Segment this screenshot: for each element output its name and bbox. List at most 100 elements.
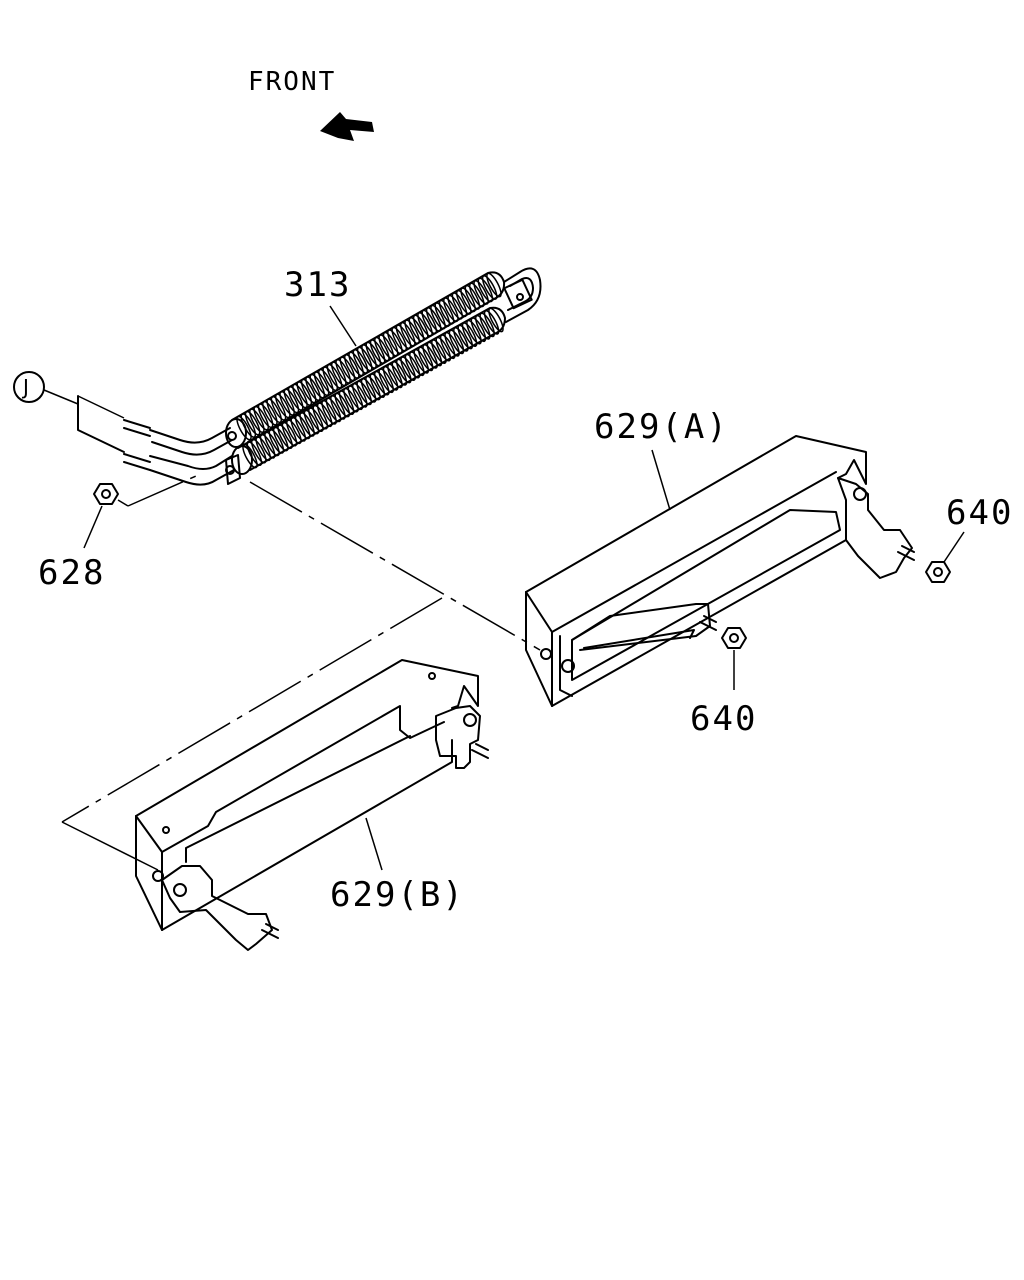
coil-fin	[431, 339, 447, 364]
coil-fin	[479, 312, 496, 338]
coil-fin	[453, 327, 469, 352]
coil-fin	[279, 390, 295, 416]
coil-fin	[360, 378, 377, 403]
cooler-313	[123, 267, 542, 486]
coil-fin	[290, 416, 307, 442]
coil-fin	[339, 356, 356, 382]
coil-fin	[404, 353, 421, 379]
label-629a: 629(A)	[594, 407, 729, 447]
coil-fin	[378, 334, 395, 359]
coil-fin	[395, 324, 412, 350]
coil-fin	[266, 398, 283, 424]
coil-fin	[408, 317, 425, 342]
coil-fin	[270, 395, 287, 421]
coil-fin	[257, 403, 274, 429]
reference-j-bracket	[77, 395, 125, 453]
coil-fin	[460, 287, 476, 313]
coil-fin	[430, 304, 446, 330]
coil-fin	[250, 438, 267, 464]
coil-fin	[272, 426, 289, 452]
coil-fin	[318, 368, 334, 394]
coil-fin	[421, 309, 438, 335]
coil-fin	[387, 363, 403, 389]
coil-fin	[348, 351, 364, 377]
coil-fin	[457, 324, 474, 350]
coil-fin	[481, 275, 498, 300]
coil-fin	[330, 395, 346, 420]
bracket-629b	[135, 659, 489, 951]
coil-fin	[296, 381, 313, 406]
coil-fin	[451, 292, 468, 318]
coil-fin	[373, 370, 390, 396]
coil-fin	[264, 431, 280, 457]
coil-fin	[434, 302, 451, 327]
coil-fin	[438, 299, 455, 325]
coil-fin	[435, 336, 452, 362]
coil-fin	[461, 322, 478, 347]
coil-fin	[413, 348, 430, 374]
coil-fin	[326, 363, 343, 389]
coil-fin	[281, 421, 298, 447]
coil-fin	[365, 375, 381, 401]
coil-fin	[255, 436, 272, 462]
front-arrow-icon	[320, 112, 374, 141]
coil-fin	[335, 358, 351, 384]
coil-fin	[468, 282, 485, 308]
nut-640-upper	[925, 561, 951, 583]
coil-fin	[343, 354, 360, 379]
coil-fin	[395, 358, 412, 384]
coil-fin	[305, 376, 321, 401]
coil-fin	[303, 409, 320, 435]
label-640-lower: 640	[690, 699, 757, 739]
coil-fin	[412, 314, 429, 340]
label-640-upper: 640	[946, 493, 1013, 533]
coil-fin	[351, 382, 368, 408]
coil-fin	[382, 331, 399, 357]
coil-fin	[299, 412, 315, 437]
coil-fin	[242, 443, 258, 469]
coil-fin	[369, 339, 386, 364]
coil-fin	[294, 414, 311, 440]
coil-fin	[464, 284, 481, 310]
coil-fin	[374, 336, 390, 362]
coil-fin	[292, 383, 308, 409]
coil-fin	[369, 373, 386, 398]
coil-fin	[312, 404, 329, 430]
coil-fin	[473, 280, 489, 305]
label-628: 628	[38, 553, 105, 593]
coil-fin	[262, 400, 278, 426]
coil-fin	[361, 344, 377, 369]
coil-fin	[399, 321, 416, 347]
coil-fin	[477, 277, 494, 303]
coil-fin	[244, 410, 261, 436]
coil-fin	[286, 419, 302, 445]
front-label: FRONT	[248, 67, 336, 97]
coil-fin	[448, 329, 465, 355]
coil-fin	[365, 341, 382, 367]
coil-fin	[325, 397, 342, 423]
coil-fin	[338, 390, 355, 415]
coil-fin	[352, 349, 369, 374]
coil-fin	[300, 378, 317, 404]
coil-fin	[343, 387, 359, 413]
coil-fin	[443, 297, 459, 323]
coil-fin	[447, 294, 464, 320]
coil-fin	[253, 405, 270, 431]
coil-fin	[417, 312, 433, 337]
nut-628	[93, 483, 119, 505]
coil-fin	[283, 388, 300, 414]
nut-640-lower	[721, 627, 747, 649]
coil-fin	[321, 399, 337, 425]
coil-fin	[347, 385, 364, 411]
coil-fin	[236, 415, 252, 441]
coil-fin	[322, 366, 339, 392]
reference-j-circle	[13, 371, 45, 403]
coil-fin	[316, 402, 333, 428]
coil-fin	[356, 346, 373, 372]
coil-fin	[378, 368, 395, 394]
coil-fin	[268, 429, 285, 454]
coil-fin	[409, 351, 425, 377]
coil-fin	[259, 433, 276, 459]
